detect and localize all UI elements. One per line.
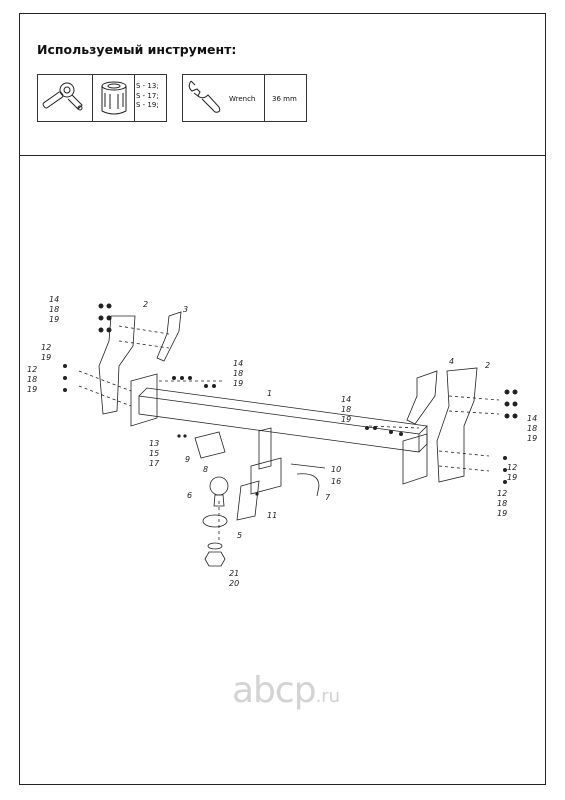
left-bracket: [98, 315, 136, 415]
label-19g: 19: [507, 473, 517, 482]
label-14c: 14: [341, 395, 351, 404]
label-3a: 3: [183, 305, 188, 314]
ratchet-cell: [38, 75, 93, 121]
ball-mount: [236, 480, 260, 521]
left-small-bracket: [156, 311, 182, 362]
label-4: 4: [449, 357, 454, 366]
label-12a: 12: [41, 343, 51, 352]
socket-tool-box: [37, 74, 167, 122]
socket-cell: [93, 75, 135, 121]
label-18f: 18: [497, 499, 507, 508]
tools-title: Используемый инструмент:: [37, 42, 237, 57]
label-19d: 19: [233, 379, 243, 388]
label-6: 6: [187, 491, 192, 500]
label-8: 8: [203, 465, 208, 474]
label-18b: 18: [27, 375, 37, 384]
socket-size-17: S - 17;: [136, 91, 159, 100]
label-19f: 19: [527, 434, 537, 443]
watermark-main: abcp: [232, 670, 317, 711]
label-5: 5: [237, 531, 242, 540]
label-18e: 18: [527, 424, 537, 433]
wrench-icon: [188, 80, 221, 113]
socket-icon: [101, 81, 127, 115]
socket-size-19: S - 19;: [136, 101, 159, 109]
label-19h: 19: [497, 509, 507, 518]
label-18a: 18: [49, 305, 59, 314]
right-end-plate: [402, 433, 428, 485]
wrench-tool-box: [182, 74, 307, 122]
header-divider: [19, 155, 546, 156]
right-small-bracket: [406, 370, 438, 425]
label-17: 17: [149, 459, 160, 468]
label-16: 16: [331, 477, 341, 486]
socket-sizes: S - 13; S - 17; S - 19;: [136, 82, 159, 111]
label-11: 11: [267, 511, 277, 520]
label-14a: 14: [49, 295, 59, 304]
label-13: 13: [149, 439, 159, 448]
wrench-label: Wrench: [229, 95, 256, 103]
label-12d: 12: [497, 489, 507, 498]
label-19c: 19: [27, 385, 37, 394]
ratchet-icon: [42, 82, 83, 111]
label-19a: 19: [49, 315, 59, 324]
watermark-suffix: .ru: [315, 686, 341, 707]
label-21: 21: [229, 569, 239, 578]
page-frame: [19, 13, 546, 785]
socket-size-13: S - 13;: [136, 82, 159, 90]
label-9: 9: [185, 455, 190, 464]
receiver: [258, 427, 272, 470]
label-2b: 2: [485, 361, 490, 370]
label-15: 15: [149, 449, 159, 458]
ball-nut: [204, 551, 226, 567]
label-14d: 14: [527, 414, 537, 423]
main-beam: [138, 395, 420, 453]
watermark-logo: abcp.ru: [232, 670, 340, 711]
towbar-assembly-diagram: 14 18 19 2 3 12 19 12 18 19 14 18 19 1 4…: [27, 295, 537, 586]
label-18c: 18: [233, 369, 243, 378]
label-19e: 19: [341, 415, 351, 424]
label-10: 10: [331, 465, 341, 474]
wrench-icon-cell: [183, 75, 265, 121]
label-12c: 12: [507, 463, 517, 472]
label-12b: 12: [27, 365, 37, 374]
right-bracket: [436, 367, 478, 483]
label-1: 1: [267, 389, 272, 398]
label-14b: 14: [233, 359, 243, 368]
label-19b: 19: [41, 353, 51, 362]
left-end-plate: [130, 373, 158, 427]
pin: [296, 473, 320, 497]
label-7: 7: [325, 493, 331, 502]
label-2a: 2: [143, 300, 148, 309]
socket-plate: [194, 431, 226, 459]
wrench-size: 36 mm: [272, 95, 297, 103]
label-20: 20: [229, 579, 239, 586]
label-18d: 18: [341, 405, 351, 414]
tow-ball: [209, 476, 229, 496]
